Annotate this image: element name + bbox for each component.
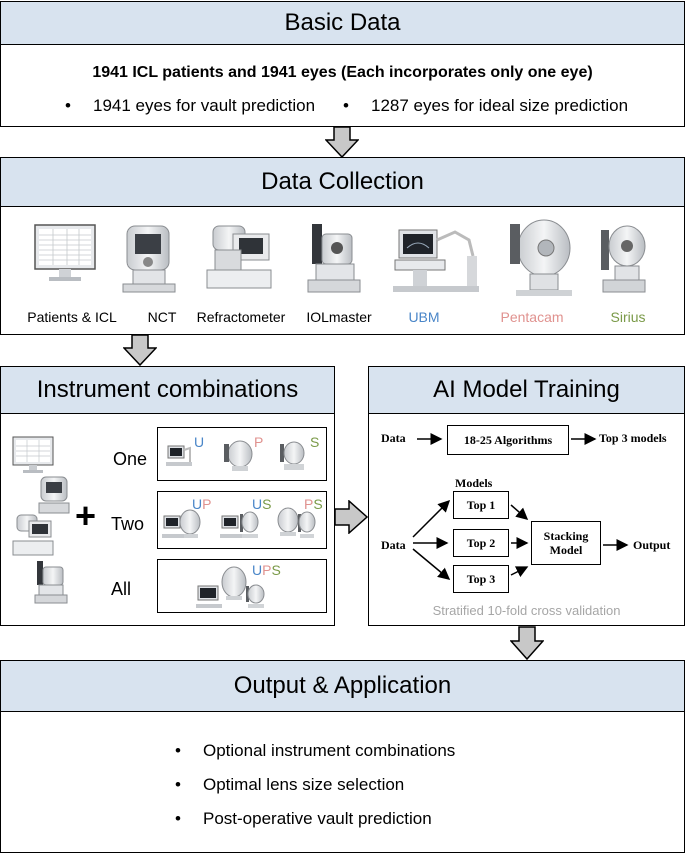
nct-label: NCT: [147, 309, 177, 325]
combo-one-box: U P S: [157, 427, 327, 481]
models-label: Models: [455, 476, 493, 490]
spreadsheet-monitor-icon: [12, 436, 54, 473]
sirius-icon: [601, 225, 646, 293]
cross-validation-note: Stratified 10-fold cross validation: [432, 603, 621, 618]
combo-letter: P: [304, 496, 314, 512]
iolmaster-icon: [307, 224, 361, 293]
basic-data-panel: Basic Data 1941 ICL patients and 1941 ey…: [0, 1, 685, 127]
ubm-pentacam-sirius-mini-icon: [196, 564, 266, 615]
refractometer-label: Refractometer: [196, 309, 286, 325]
output-item: Post-operative vault prediction: [175, 809, 432, 829]
combo-letter: S: [313, 496, 323, 512]
refractometer-icon: [206, 225, 272, 289]
combo-letter: P: [262, 562, 272, 578]
combo-letter: S: [310, 434, 320, 450]
data-input-label-2: Data: [381, 538, 406, 552]
combo-all-box: UPS: [157, 559, 327, 613]
stacking-model-box: Stacking Model: [531, 521, 601, 565]
combo-one-label: One: [113, 449, 148, 469]
combo-two-box: UP US PS: [157, 491, 327, 549]
combo-letter: S: [271, 562, 281, 578]
combo-letters-ups: UPS: [252, 562, 281, 580]
combo-letter: U: [252, 496, 263, 512]
output-application-panel: Output & Application Optional instrument…: [0, 660, 685, 853]
data-input-label: Data: [381, 431, 406, 445]
pentacam-icon: [510, 219, 572, 296]
combo-letters-ps: PS: [304, 496, 323, 514]
combo-letter: S: [262, 496, 272, 512]
algorithms-box: 18-25 Algorithms: [447, 425, 569, 455]
ubm-mini-icon: [166, 442, 192, 468]
top2-box: Top 2: [453, 529, 509, 557]
vault-eyes-item: 1941 eyes for vault prediction: [65, 96, 315, 116]
ubm-pentacam-mini-icon: [162, 506, 202, 547]
top3-models-label: Top 3 models: [599, 431, 667, 445]
sirius-mini-icon: [280, 440, 306, 477]
combo-two-label: Two: [111, 514, 145, 534]
combo-all-label: All: [111, 579, 132, 599]
down-arrow-icon: [325, 126, 359, 158]
combo-letter: U: [252, 562, 263, 578]
combo-letters-up: UP: [192, 496, 211, 514]
output-item: Optional instrument combinations: [175, 741, 455, 761]
pentacam-label: Pentacam: [500, 309, 564, 325]
refractometer-icon: [12, 514, 54, 556]
ubm-sirius-mini-icon: [220, 506, 260, 547]
instrument-combinations-panel: Instrument combinations + One Two All U: [0, 366, 335, 626]
down-arrow-icon: [123, 334, 157, 366]
instrument-combinations-title: Instrument combinations: [1, 367, 334, 414]
pentacam-sirius-mini-icon: [276, 506, 316, 547]
down-arrow-icon: [510, 626, 544, 660]
output-item: Optimal lens size selection: [175, 775, 404, 795]
spreadsheet-monitor-icon: [34, 224, 96, 281]
ubm-label: UBM: [408, 309, 440, 325]
size-eyes-item: 1287 eyes for ideal size prediction: [343, 96, 628, 116]
nct-device-icon: [122, 225, 176, 293]
output-application-title: Output & Application: [1, 661, 684, 712]
patients-icl-label: Patients & ICL: [27, 309, 117, 325]
data-collection-title: Data Collection: [1, 158, 684, 207]
iolmaster-label: IOLmaster: [306, 309, 372, 325]
combo-letters-us: US: [252, 496, 271, 514]
ubm-icon: [393, 229, 479, 292]
basic-data-summary: 1941 ICL patients and 1941 eyes (Each in…: [92, 64, 593, 81]
pentacam-mini-icon: [224, 440, 254, 477]
basic-data-title: Basic Data: [1, 2, 684, 45]
combo-letter: P: [254, 434, 264, 450]
top1-box: Top 1: [453, 491, 509, 519]
combo-letter: U: [192, 496, 203, 512]
sirius-label: Sirius: [610, 309, 646, 325]
combo-letter: U: [194, 434, 205, 450]
top3-box: Top 3: [453, 565, 509, 593]
ai-model-training-title: AI Model Training: [369, 367, 684, 414]
ai-model-training-panel: AI Model Training Data 18-25 Algorithms …: [368, 366, 685, 626]
combo-letter: P: [202, 496, 212, 512]
plus-sign: +: [75, 495, 97, 536]
training-connectors: [412, 433, 629, 580]
iolmaster-icon: [34, 561, 68, 604]
output-label: Output: [633, 538, 671, 552]
nct-device-icon: [38, 476, 70, 514]
right-arrow-icon: [334, 500, 368, 534]
data-collection-panel: Data Collection: [0, 157, 685, 335]
